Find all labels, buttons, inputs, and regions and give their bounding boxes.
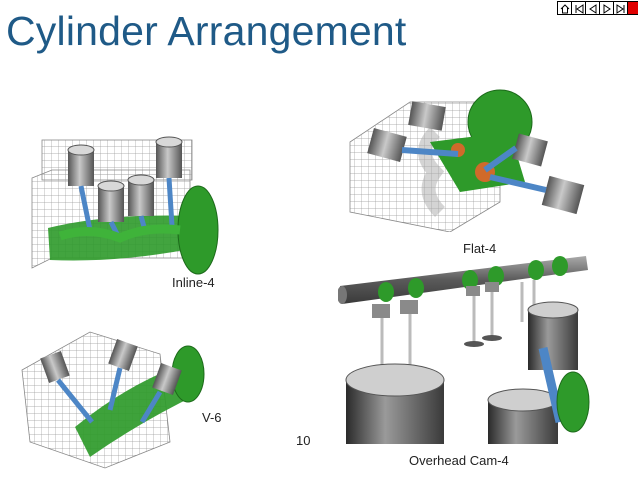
last-icon[interactable] [613,1,628,15]
overhead-cam-4-label: Overhead Cam-4 [409,453,509,468]
home-icon[interactable] [557,1,572,15]
next-icon[interactable] [599,1,614,15]
first-icon[interactable] [571,1,586,15]
flat-4-engine-illustration [349,89,585,232]
inline-4-label: Inline-4 [172,275,215,290]
v-6-label: V-6 [202,410,222,425]
flat-4-label: Flat-4 [463,241,497,256]
inline-4-engine-illustration [31,136,219,275]
stop-icon[interactable] [627,1,638,15]
slide-navigation [557,1,638,15]
page-number: 10 [296,433,311,448]
v-6-engine-illustration [21,331,205,469]
overhead-cam-4-illustration [338,256,590,444]
previous-icon[interactable] [585,1,600,15]
slide-title: Cylinder Arrangement [6,8,407,54]
piston [67,144,95,231]
